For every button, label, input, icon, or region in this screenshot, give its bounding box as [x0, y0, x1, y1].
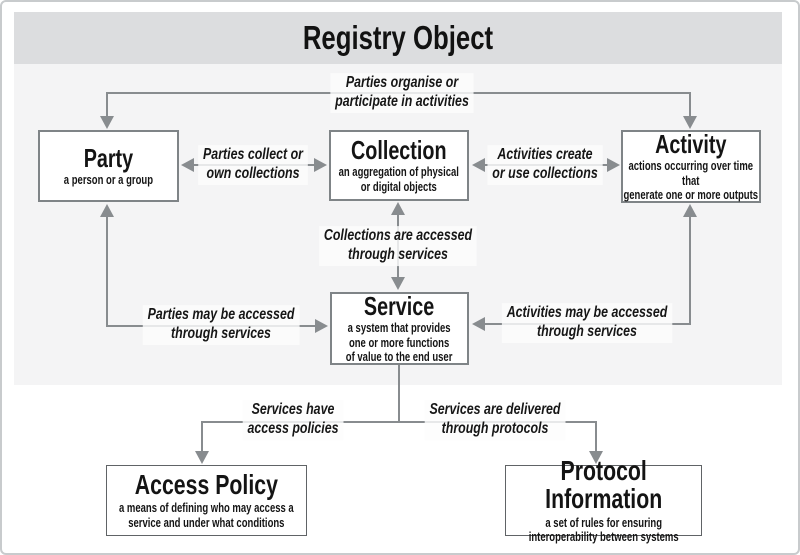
node-party: Party a person or a group [38, 130, 179, 202]
arrowhead-left-into-party-icon [181, 158, 194, 172]
arrowhead-up-into-party-icon [100, 204, 114, 217]
edge-label-parties-collect: Parties collect or own collections [198, 145, 308, 185]
node-party-title: Party [83, 142, 134, 173]
node-activity-desc: actions occurring over time that generat… [623, 159, 759, 202]
edge-activity-service-vertical-line [689, 217, 691, 325]
node-party-desc: a person or a group [63, 173, 154, 188]
node-access-policy-content: Access Policy a means of defining who ma… [107, 468, 307, 530]
edge-branch-right-vertical-line [595, 421, 597, 451]
node-service: Service a system that provides one or mo… [330, 292, 469, 365]
edge-top-left-vertical-line [106, 92, 108, 116]
edge-label-activities-create: Activities create or use collections [487, 145, 603, 185]
node-collection: Collection an aggregation of physical or… [329, 130, 469, 201]
arrowhead-down-into-access-policy-icon [195, 451, 209, 464]
edge-label-collections-accessed: Collections are accessed through service… [319, 226, 477, 266]
node-access-policy: Access Policy a means of defining who ma… [106, 465, 307, 536]
arrowhead-down-into-protocol-information-icon [589, 451, 603, 464]
node-service-desc: a system that provides one or more funct… [346, 321, 453, 364]
node-access-policy-desc: a means of defining who may access a ser… [119, 501, 294, 530]
edge-branch-horizontal-line [201, 421, 597, 423]
node-protocol-information-content: Protocol Information a set of rules for … [506, 454, 702, 545]
node-activity-title: Activity [655, 128, 727, 159]
edge-party-service-vertical-line [106, 217, 108, 327]
arrowhead-right-into-service-icon [315, 319, 328, 333]
diagram-title: Registry Object [302, 19, 494, 56]
arrowhead-down-into-activity-icon [683, 116, 697, 129]
arrowhead-up-into-collection-icon [391, 202, 405, 215]
arrowhead-up-into-activity-icon [683, 204, 697, 217]
edge-branch-left-vertical-line [201, 421, 203, 451]
edge-top-right-vertical-line [689, 92, 691, 116]
header-band: Registry Object [14, 12, 782, 64]
edge-label-services-protocols: Services are delivered through protocols [424, 400, 566, 440]
edge-label-parties-accessed: Parties may be accessed through services [142, 305, 300, 345]
arrowhead-right-into-collection-icon [314, 158, 327, 172]
edge-label-activities-accessed: Activities may be accessed through servi… [501, 303, 673, 343]
node-service-title: Service [364, 290, 435, 321]
node-protocol-information: Protocol Information a set of rules for … [505, 456, 702, 544]
node-collection-content: Collection an aggregation of physical or… [331, 137, 467, 194]
arrowhead-left-into-service-icon [472, 317, 485, 331]
node-service-content: Service a system that provides one or mo… [332, 293, 467, 365]
node-protocol-information-desc: a set of rules for ensuring interoperabi… [528, 515, 679, 545]
node-party-content: Party a person or a group [40, 145, 177, 188]
edge-service-down-line [398, 364, 400, 423]
node-activity: Activity actions occurring over time tha… [621, 130, 761, 203]
node-activity-content: Activity actions occurring over time tha… [623, 131, 759, 203]
edge-label-services-policies: Services have access policies [242, 400, 344, 440]
node-protocol-information-title: Protocol Information [544, 454, 663, 515]
arrowhead-left-into-collection-icon [472, 158, 485, 172]
arrowhead-down-into-party-icon [100, 116, 114, 129]
arrowhead-right-into-activity-icon [607, 158, 620, 172]
node-collection-title: Collection [351, 134, 447, 165]
edge-label-parties-organise: Parties organise or participate in activ… [330, 73, 474, 113]
node-access-policy-title: Access Policy [134, 468, 279, 500]
node-collection-desc: an aggregation of physical or digital ob… [338, 165, 460, 194]
arrowhead-down-into-service-icon [391, 277, 405, 290]
